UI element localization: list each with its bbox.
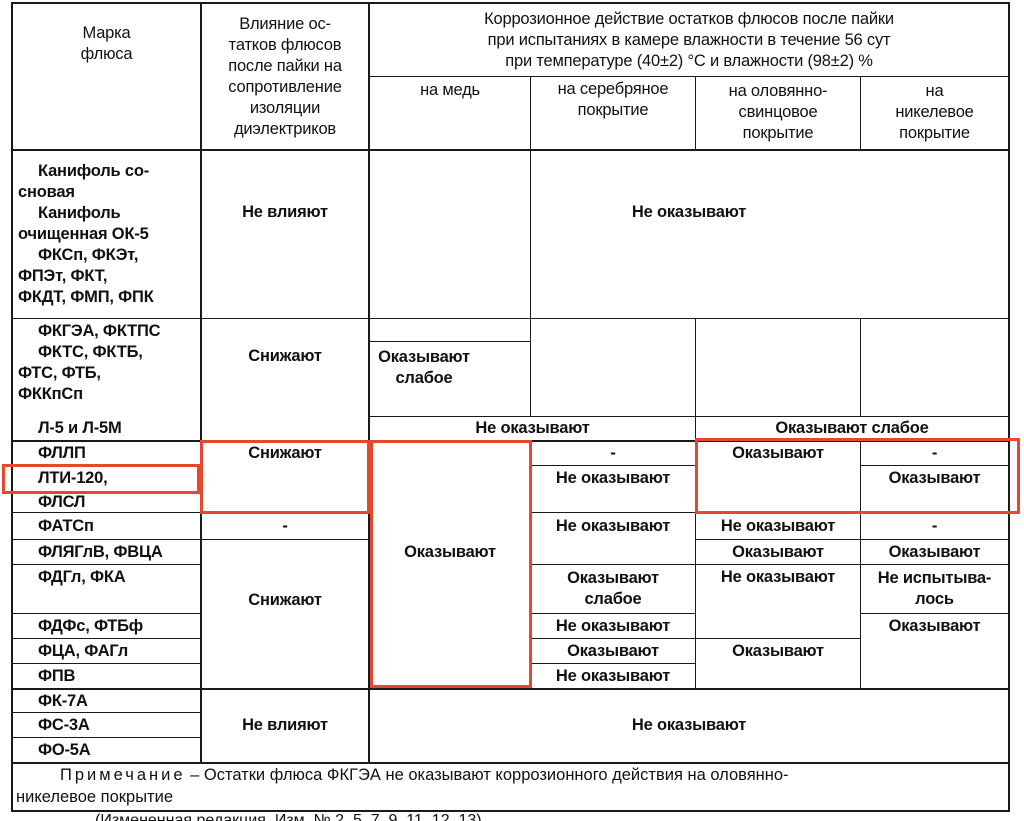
col-line-5a — [860, 76, 861, 150]
table-border-bottom — [11, 810, 1010, 812]
row-line-flsl — [11, 512, 368, 513]
row-line-subheader — [368, 76, 1010, 77]
fllp-nickel-dash: - — [931, 443, 938, 462]
col-line-1 — [200, 2, 202, 762]
subheader-copper: на медь — [420, 80, 480, 99]
note-text: – Остатки флюса ФКГЭА не оказывают корро… — [185, 766, 789, 784]
table-border-top — [11, 2, 1010, 4]
highlight-big-copper — [370, 440, 532, 688]
row-line-flyag-right — [530, 564, 1010, 565]
fo5a-name: ФО-5А — [38, 740, 91, 759]
fatsp-name: ФАТСп — [38, 516, 94, 535]
flyag-tin-lead: Оказывают — [732, 542, 824, 561]
l5-weak: Оказывают слабое — [775, 419, 929, 437]
header-corrosion-action: Коррозионное действие остатков флюсов по… — [484, 9, 894, 70]
g3-nickel: Оказывают — [888, 468, 981, 487]
fdfs-nickel: Оказывают — [888, 616, 981, 635]
highlight-lti120-name — [2, 464, 200, 494]
fpv-name: ФПВ — [38, 666, 76, 685]
table-border-right — [1008, 2, 1010, 812]
fca-name: ФЦА, ФАГл — [38, 641, 129, 660]
fdfs-silver: Не оказывают — [555, 616, 671, 635]
fdgl-name: ФДГл, ФКА — [38, 567, 126, 586]
fllp-silver-dash: - — [610, 443, 616, 462]
row-line-fllp-silver — [530, 465, 695, 466]
l5-flux-name: Л-5 и Л-5М — [38, 419, 122, 437]
footer-cut-text: (Измененная редакция, Изм. № 2, 5, 7, 9,… — [0, 810, 1024, 821]
col-line-5b — [860, 318, 861, 416]
g1-influence: Не влияют — [242, 202, 328, 221]
g3-influence: Снижают — [248, 443, 322, 462]
fs3a-name: ФС-3А — [38, 715, 90, 734]
highlight-tin-lead-nickel — [695, 438, 1020, 514]
row-line-copper-small — [368, 341, 530, 342]
row-line-fllp-nickel — [860, 465, 1010, 466]
row-line-fdgl-nickel — [860, 613, 1010, 614]
row-line-note — [11, 762, 1010, 764]
row-line-g1 — [11, 318, 1010, 319]
fk7a-name: ФК-7А — [38, 691, 88, 710]
row-line-fca — [11, 663, 201, 664]
g2-flux-names: ФКГЭА, ФКТПС ФКТС, ФКТБ, ФТС, ФТБ, ФККпС… — [18, 322, 161, 403]
g1-corrosion: Не оказывают — [631, 202, 747, 221]
row-line-fatsp — [11, 539, 368, 540]
g3-tin-lead: Оказывают — [732, 443, 824, 462]
fatsp-influence-dash: - — [282, 516, 288, 535]
note-text-2: никелевое покрытие — [16, 788, 173, 806]
flyag-nickel: Оказывают — [888, 542, 981, 561]
row-line-fdfs — [11, 638, 201, 639]
table-border-left — [11, 2, 13, 812]
col-line-2 — [368, 2, 370, 762]
col-line-l5 — [695, 416, 696, 440]
row-line-header — [11, 149, 1010, 151]
row-line-fatsp-tl — [695, 539, 1010, 540]
col-line-4b — [695, 318, 696, 416]
table-note: Примечание – Остатки флюса ФКГЭА не оказ… — [60, 765, 789, 786]
row-line-l5-top — [368, 416, 1010, 417]
highlight-g3-influence — [200, 440, 370, 514]
l5-not-affect: Не оказывают — [475, 419, 590, 437]
note-label: Примечание — [60, 766, 186, 784]
big-copper: Оказывают — [404, 542, 496, 561]
fdgl-tin-lead: Не оказывают — [720, 567, 836, 586]
fpv-silver: Не оказывают — [555, 666, 671, 685]
row-line-fca-right — [530, 663, 695, 664]
fllp-name: ФЛЛП — [38, 443, 86, 462]
fdfs-name: ФДФс, ФТБф — [38, 616, 144, 635]
fatsp-nickel-dash: - — [931, 516, 938, 535]
row-line-fdgl — [11, 613, 201, 614]
lti120-name: ЛТИ-120, — [38, 468, 108, 487]
col-line-4a — [695, 76, 696, 150]
fatsp-tin-lead: Не оказывают — [720, 516, 836, 535]
fatsp-silver: Не оказывают — [555, 516, 671, 535]
col-line-3a — [530, 76, 531, 416]
table-note-line2: никелевое покрытие — [16, 787, 173, 808]
g5-corrosion: Не оказывают — [631, 715, 747, 734]
fca-silver: Оказывают — [567, 641, 659, 660]
row-line-fdfs-right — [530, 638, 860, 639]
row-line-fk7a — [11, 712, 201, 713]
flsl-name: ФЛСЛ — [38, 492, 86, 511]
row-line-fpv — [11, 688, 1010, 690]
row-line-fs3a — [11, 737, 201, 738]
row-line-flyag — [11, 564, 201, 565]
g2-influence: Снижают — [248, 346, 322, 365]
g4-influence: Снижают — [248, 590, 322, 609]
fdgl-nickel: Не испытыва-лось — [877, 569, 992, 608]
fca-tin-lead: Оказывают — [732, 641, 824, 660]
g3-silver: Не оказывают — [555, 468, 671, 487]
g5-influence: Не влияют — [242, 715, 328, 734]
footer-cut-label: (Измененная редакция, Изм. № 2, 5, 7, 9,… — [95, 812, 482, 821]
row-line-fdgl-right — [530, 613, 695, 614]
flyag-name: ФЛЯГлВ, ФВЦА — [38, 542, 163, 561]
g1-flux-names: Канифоль со- сновая Канифоль очищенная О… — [18, 162, 154, 306]
